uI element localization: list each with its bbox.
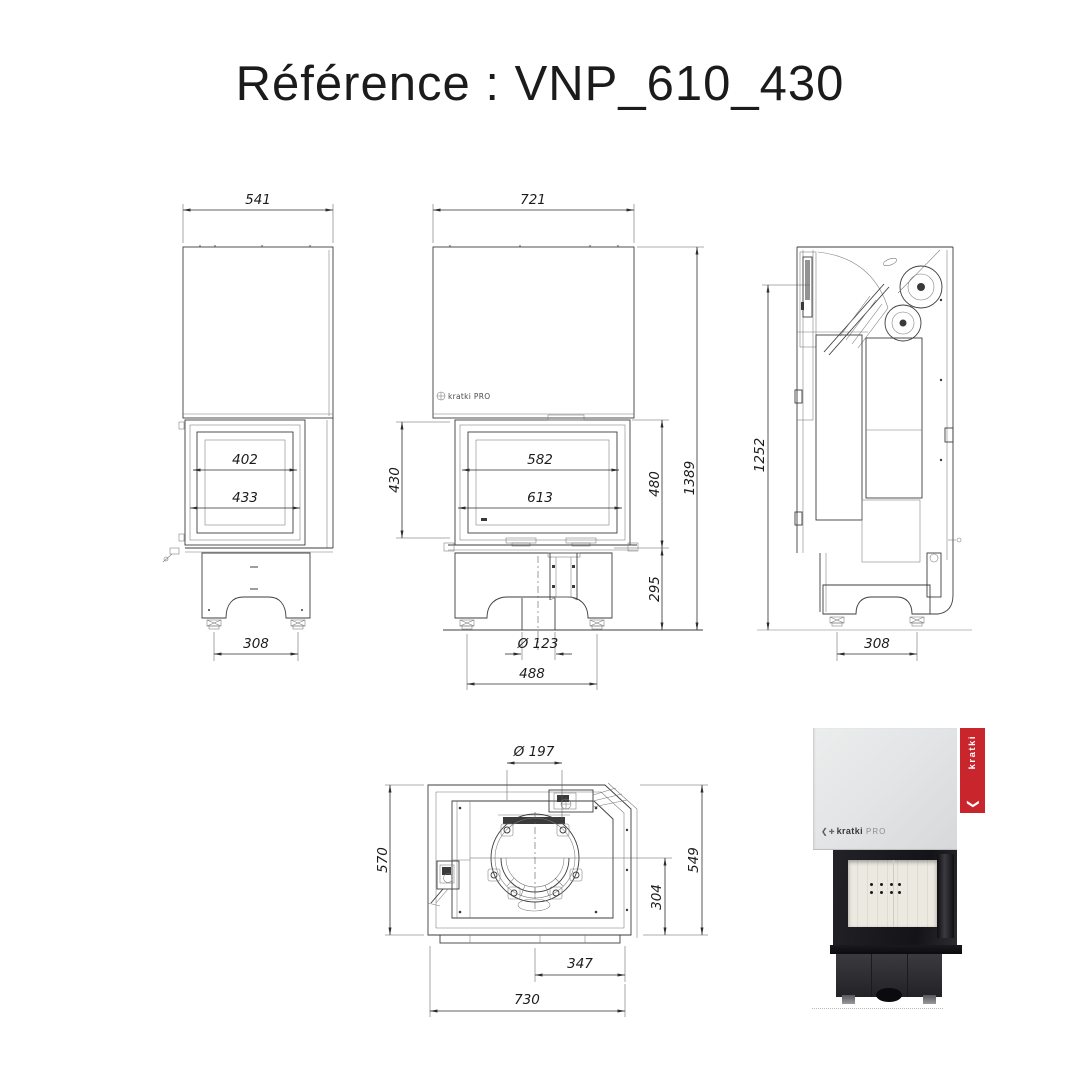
left-side-view: 541 402 433 308 [162,192,334,661]
hood-logo-text: kratki PRO [448,392,490,401]
photo-firebox [833,850,957,947]
photo-glass-door [848,860,937,927]
dim-left-top-width: 541 [245,192,271,208]
kratki-logo-icon [436,391,446,401]
photo-baseline-dots [812,1008,943,1009]
photo-foot-right [923,995,936,1004]
dim-top-flue-center-depth: 304 [649,884,665,910]
photo-foot-left [842,995,855,1004]
brand-name: kratki [836,826,863,836]
photo-front-lip [830,945,962,954]
photo-base [836,954,942,1002]
dim-top-flue-offset: 347 [567,956,593,972]
photo-side-glass [937,854,954,938]
dim-front-base-height: 295 [647,576,663,602]
kratki-cross-icon: ✚ [828,829,835,836]
dim-top-depth-right: 549 [686,847,702,873]
dim-left-opening-width: 433 [232,490,258,506]
top-plan-view: Ø 197 570 549 304 347 730 [375,744,708,1017]
right-side-view: 1252 308 [752,246,972,661]
page-title: Référence : VNP_610_430 [235,57,845,111]
dim-front-firebox-height: 480 [647,471,663,497]
dim-front-total-height: 1389 [682,461,698,495]
dim-top-depth-left: 570 [375,847,391,873]
dim-front-glass-height: 430 [387,467,403,493]
banner-arrow-icon: ❮ [965,798,980,810]
dim-front-flue-hole: Ø 123 [517,636,559,652]
dim-top-flue-diameter: Ø 197 [513,744,555,760]
dim-right-height: 1252 [752,438,768,472]
banner-brand-text: kratki [967,735,978,770]
flange-bolts [487,823,583,900]
dim-front-feet-spacing: 488 [519,666,545,682]
dim-front-opening-width: 613 [527,490,553,506]
photo-flue-stub [876,988,902,1002]
dim-top-total-width: 730 [514,992,540,1008]
dim-right-feet-spacing: 308 [864,636,890,652]
brand-suffix: PRO [866,827,887,836]
kratki-arrow-icon: ❮ [821,827,828,836]
dim-front-glass-width: 582 [527,452,553,468]
dim-left-feet-spacing: 308 [243,636,269,652]
front-view: kratki PRO [387,192,704,690]
dim-front-top-width: 721 [520,192,546,208]
dim-left-glass-width: 402 [232,452,258,468]
kratki-red-banner: kratki ❮ [960,728,985,813]
glass-divider [892,860,894,927]
